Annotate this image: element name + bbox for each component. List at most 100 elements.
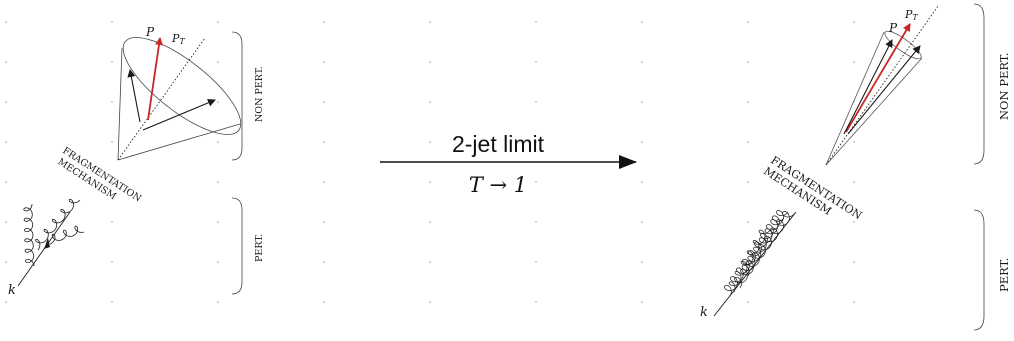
right-particle-arrow [843,39,893,135]
grid-dot [747,141,749,143]
grid-dot [111,61,113,63]
right-pt-axis [825,5,939,166]
grid-dot [5,21,7,23]
right-pert-label: PERT. [997,258,1011,292]
gluon-spiral [741,210,789,277]
grid-dot [111,101,113,103]
right-p-label: P [888,21,898,35]
right-p-arrow [845,23,911,133]
grid-dot [641,61,643,63]
grid-dot [5,221,7,223]
left-particle-arrow [142,99,216,131]
grid-dot [323,61,325,63]
grid-dot [747,21,749,23]
right-k-label: k [700,305,708,320]
grid-dot [323,301,325,303]
left-panel: P PT k FRAGMENTATION MECHANISM NON PERT.… [8,25,265,298]
left-cone [117,37,242,161]
grid-dot [429,181,431,183]
grid-dot [217,141,219,143]
grid-dot [853,181,855,183]
grid-dot [5,101,7,103]
left-quark-arrowhead [44,238,50,249]
right-pert-brace [973,209,985,331]
grid-dot [853,261,855,263]
right-gluon-spirals [724,210,795,297]
grid-dot [747,181,749,183]
background-dot-grid [5,21,855,303]
grid-dot [323,181,325,183]
grid-dot [747,101,749,103]
left-pert-label: PERT. [254,234,265,262]
gluon-spiral [35,198,81,251]
left-gluon-spirals [23,198,85,267]
grid-dot [535,221,537,223]
right-nonpert-label: NON PERT. [997,53,1011,120]
grid-dot [111,21,113,23]
grid-dot [217,101,219,103]
grid-dot [217,61,219,63]
grid-dot [747,61,749,63]
grid-dot [217,221,219,223]
grid-dot [5,141,7,143]
grid-dot [323,141,325,143]
grid-dot [853,21,855,23]
left-particle-arrow [127,69,141,123]
center-transition: 2-jet limit T → 1 [380,131,637,197]
grid-dot [535,181,537,183]
grid-dot [429,21,431,23]
left-p-arrow [147,37,163,121]
grid-dot [535,261,537,263]
grid-dot [323,101,325,103]
grid-dot [429,301,431,303]
grid-dot [217,261,219,263]
grid-dot [535,21,537,23]
grid-dot [5,261,7,263]
left-p-label: P [145,25,155,39]
grid-dot [429,221,431,223]
right-nonpert-brace [973,3,985,165]
gluon-spiral [23,203,35,267]
grid-dot [429,101,431,103]
gluon-spiral [728,229,771,293]
left-pt-label: PT [171,32,185,46]
grid-dot [853,221,855,223]
grid-dot [641,221,643,223]
grid-dot [111,221,113,223]
grid-dot [323,221,325,223]
left-nonpert-label: NON PERT. [254,66,265,122]
center-math: T → 1 [469,173,527,197]
grid-dot [111,141,113,143]
grid-dot [535,141,537,143]
grid-dot [111,181,113,183]
grid-dot [217,21,219,23]
grid-dot [535,301,537,303]
grid-dot [641,301,643,303]
grid-dot [853,301,855,303]
right-panel: P PT k FRAGMENTATION MECHANISM NON PERT.… [700,3,1011,331]
grid-dot [5,61,7,63]
grid-dot [853,141,855,143]
grid-dot [5,301,7,303]
grid-dot [323,21,325,23]
grid-dot [111,261,113,263]
grid-dot [641,141,643,143]
grid-dot [641,21,643,23]
left-pert-brace [231,197,243,295]
left-nonpert-brace [231,31,243,161]
grid-dot [217,301,219,303]
gluon-spiral [724,215,785,297]
grid-dot [641,101,643,103]
gluon-spiral [49,225,85,245]
grid-dot [217,181,219,183]
grid-dot [323,261,325,263]
grid-dot [5,181,7,183]
grid-dot [747,301,749,303]
grid-dot [535,101,537,103]
left-pt-axis [117,37,206,161]
center-title: 2-jet limit [452,131,545,157]
left-k-label: k [8,283,16,298]
grid-dot [747,221,749,223]
grid-dot [429,61,431,63]
right-pt-label: PT [904,8,918,22]
